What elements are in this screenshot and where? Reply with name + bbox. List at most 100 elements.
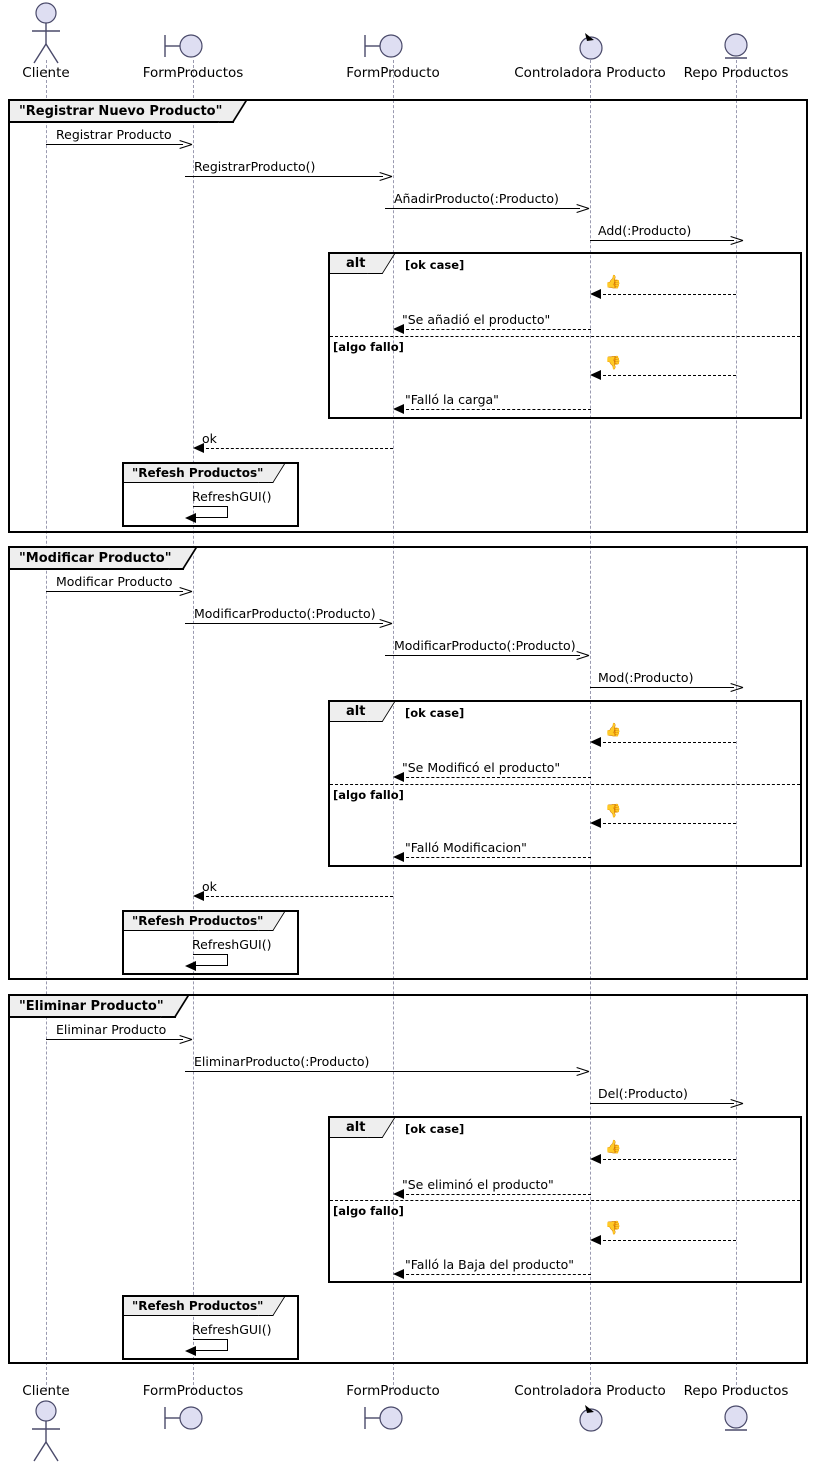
- alt-guard-fail: [algo fallo]: [333, 788, 404, 802]
- message-label: Eliminar Producto: [56, 1022, 167, 1037]
- arrowhead-icon: [576, 203, 590, 214]
- message-label: ok: [202, 431, 217, 446]
- group-frame-modificar: [8, 546, 808, 980]
- arrowhead-icon: [185, 513, 196, 523]
- control-icon: [575, 28, 607, 62]
- arrowhead-icon: [393, 1269, 404, 1279]
- message-label: "Se eliminó el producto": [402, 1177, 554, 1192]
- participant-label-formproductos: FormProductos: [142, 65, 244, 81]
- participant-footer-label-controladora: Controladora Producto: [514, 1383, 666, 1399]
- self-message-label: RefreshGUI(): [192, 1322, 272, 1337]
- thumbs-down-icon: 👎: [605, 804, 622, 819]
- arrowhead-icon: [379, 618, 393, 629]
- lifeline-formproductos: [193, 60, 194, 1390]
- participant-footer-label-formproducto: FormProducto: [346, 1383, 440, 1399]
- entity-icon: [720, 30, 752, 62]
- message-line: [401, 1194, 591, 1195]
- arrowhead-icon: [590, 370, 601, 380]
- arrowhead-icon: [590, 737, 601, 747]
- message-line: [46, 1039, 183, 1040]
- message-line: [46, 144, 183, 145]
- message-label: "Se Modificó el producto": [402, 760, 561, 775]
- alt-header: alt: [330, 1118, 396, 1138]
- group-header-label-eliminar: "Eliminar Producto": [10, 996, 176, 1018]
- participant-footer-label-repo: Repo Productos: [683, 1383, 789, 1399]
- message-line: [590, 240, 734, 241]
- group-header-modificar: "Modificar Producto": [10, 548, 197, 570]
- message-line: [401, 1274, 591, 1275]
- arrowhead-icon: [590, 818, 601, 828]
- message-line: [598, 375, 736, 376]
- participant-label-formproducto: FormProducto: [346, 65, 440, 81]
- message-line: [401, 329, 591, 330]
- arrowhead-icon: [730, 235, 744, 246]
- subgroup-header-refesh: "Refesh Productos": [124, 464, 286, 483]
- actor-stick-figure-icon: [26, 2, 66, 64]
- arrowhead-icon: [185, 961, 196, 971]
- alt-frame: [328, 252, 802, 419]
- lifeline-controladora: [590, 60, 591, 1390]
- boundary-icon: [162, 30, 210, 62]
- self-message-loop: [193, 506, 228, 518]
- message-line: [185, 623, 383, 624]
- message-line: [598, 742, 736, 743]
- participant-label-cliente: Cliente: [22, 65, 70, 81]
- participant-label-controladora: Controladora Producto: [514, 65, 666, 81]
- arrowhead-icon: [379, 171, 393, 182]
- message-label: ok: [202, 879, 217, 894]
- participant-footer-label-formproductos: FormProductos: [142, 1383, 244, 1399]
- lifeline-repo: [736, 60, 737, 1390]
- arrowhead-icon: [576, 650, 590, 661]
- message-line: [185, 176, 383, 177]
- arrowhead-icon: [393, 772, 404, 782]
- message-label: EliminarProducto(:Producto): [194, 1054, 370, 1069]
- message-label: "Falló Modificacion": [405, 840, 527, 855]
- subgroup-header-refesh: "Refesh Productos": [124, 912, 286, 931]
- subgroup-header-label: "Refesh Productos": [124, 1297, 273, 1316]
- message-label: Add(:Producto): [598, 223, 692, 238]
- message-label: Modificar Producto: [56, 574, 173, 589]
- participant-label-repo: Repo Productos: [683, 65, 789, 81]
- group-header-label-registrar: "Registrar Nuevo Producto": [10, 101, 235, 123]
- alt-header: alt: [330, 254, 396, 274]
- alt-guard-fail: [algo fallo]: [333, 340, 404, 354]
- alt-divider: [330, 336, 800, 337]
- subgroup-header-label: "Refesh Productos": [124, 912, 273, 931]
- arrowhead-icon: [193, 891, 204, 901]
- subgroup-header-label: "Refesh Productos": [124, 464, 273, 483]
- alt-frame: [328, 1116, 802, 1283]
- alt-divider: [330, 1200, 800, 1201]
- self-message-label: RefreshGUI(): [192, 937, 272, 952]
- message-label: AñadirProducto(:Producto): [394, 191, 559, 206]
- message-line: [385, 208, 580, 209]
- message-line: [590, 1103, 734, 1104]
- arrowhead-icon: [576, 1066, 590, 1077]
- subgroup-header-refesh: "Refesh Productos": [124, 1297, 286, 1316]
- message-label: "Se añadió el producto": [402, 312, 551, 327]
- message-label: RegistrarProducto(): [194, 159, 316, 174]
- subgroup-frame-refesh: [122, 1295, 299, 1360]
- self-message-loop: [193, 954, 228, 966]
- message-label: ModificarProducto(:Producto): [194, 606, 376, 621]
- message-label: "Falló la carga": [405, 392, 499, 407]
- arrowhead-icon: [730, 1098, 744, 1109]
- lifeline-formproducto: [393, 60, 394, 1390]
- message-line: [598, 1159, 736, 1160]
- arrowhead-icon: [179, 139, 193, 150]
- actor-stick-figure-icon: [26, 1400, 66, 1462]
- message-line: [598, 1240, 736, 1241]
- message-line: [598, 294, 736, 295]
- message-line: [401, 409, 591, 410]
- thumbs-down-icon: 👎: [605, 356, 622, 371]
- thumbs-down-icon: 👎: [605, 1221, 622, 1236]
- arrowhead-icon: [590, 1154, 601, 1164]
- subgroup-frame-refesh: [122, 910, 299, 975]
- arrowhead-icon: [393, 404, 404, 414]
- message-line: [201, 896, 393, 897]
- alt-header: alt: [330, 702, 396, 722]
- message-line: [401, 857, 591, 858]
- self-message-label: RefreshGUI(): [192, 489, 272, 504]
- arrowhead-icon: [590, 289, 601, 299]
- message-label: "Falló la Baja del producto": [405, 1257, 575, 1272]
